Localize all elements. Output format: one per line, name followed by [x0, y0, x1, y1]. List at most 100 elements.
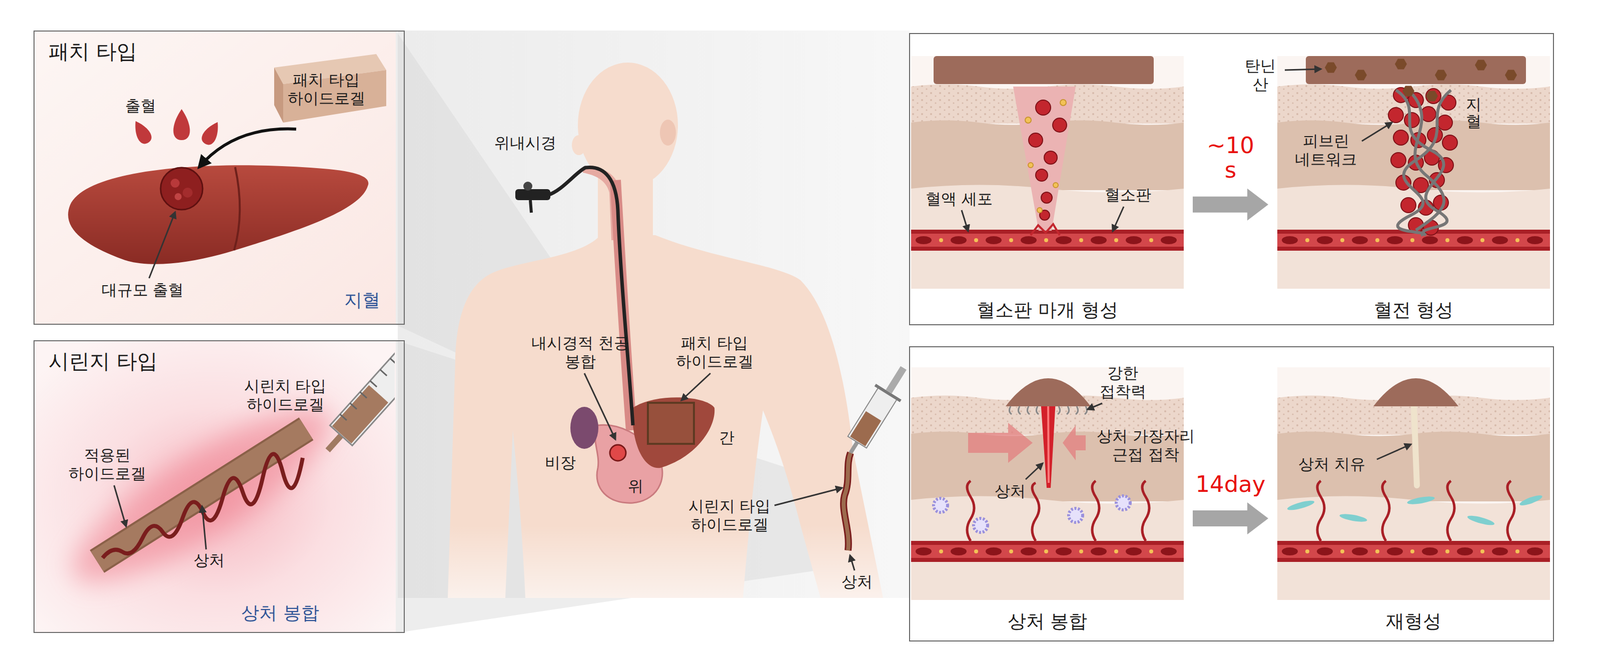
thrombus-figure [1434, 70, 1447, 81]
syringe-wound-figure [202, 506, 207, 550]
liver-bleeding-figure [174, 193, 182, 201]
liver-bleeding-figure [160, 167, 203, 210]
annotation-label: 혈소판 [1092, 185, 1163, 205]
remodeling-figure [1338, 512, 1368, 524]
liver-bleeding-figure [33, 30, 396, 325]
annotation-label: 간 [711, 428, 742, 447]
annotation-label: 패치 타입 하이드로겔 [276, 70, 377, 108]
stage-caption: 재형성 [1277, 610, 1550, 633]
liver-bleeding-figure [199, 129, 297, 168]
annotation-label: 시린지 타입 하이드로겔 [679, 496, 780, 534]
platelet-plug-figure [1053, 182, 1059, 188]
human-body-figure [843, 452, 851, 551]
platelet-plug-figure [1035, 169, 1048, 182]
human-body-figure [447, 235, 884, 598]
liver-bleeding-figure [234, 167, 240, 251]
syringe-wound-figure [340, 358, 395, 421]
platelet-plug-figure [1028, 133, 1043, 148]
thrombus-figure [1390, 152, 1406, 168]
human-body-figure [848, 387, 898, 449]
syringe-wound-figure [329, 343, 395, 446]
thrombus-figure [1425, 91, 1438, 102]
human-body-figure [447, 62, 917, 598]
stage-frame [1277, 367, 1550, 600]
wound-closure-figure [973, 518, 988, 533]
vertical-label: 지혈 [1465, 95, 1482, 130]
annotation-label: 패치 타입 하이드로겔 [664, 333, 765, 371]
annotation-label: 상처 치유 [1286, 454, 1377, 474]
panel-heading: 패치 타입 [48, 39, 404, 65]
remodeling-figure [1286, 378, 1543, 541]
wound-closure-figure [1005, 378, 1091, 407]
process-arrow [1192, 188, 1269, 221]
platelet-plug-figure [1028, 100, 1067, 221]
liver-bleeding-figure [274, 67, 284, 123]
syringe-wound-figure [97, 341, 395, 562]
annotation-label: 시린치 타입 하이드로겔 [235, 376, 336, 414]
background-band [397, 30, 910, 598]
liver-bleeding-figure [170, 178, 180, 188]
platelet-plug-figure [1030, 224, 1060, 236]
human-body-figure [885, 366, 907, 394]
human-body-figure [515, 189, 551, 201]
remodeling-figure [1317, 480, 1515, 541]
wound-closure-figure [1032, 482, 1040, 541]
liver-bleeding-figure [182, 187, 193, 198]
annotation-label: 상처 [990, 481, 1031, 501]
stage-caption: 혈소판 마개 형성 [911, 299, 1184, 322]
remodeling-figure [1286, 498, 1315, 512]
syringe-wound-figure [312, 341, 395, 464]
thrombus-figure [1397, 90, 1451, 236]
human-body-figure [843, 452, 851, 551]
platelet-plug-figure [1060, 99, 1067, 106]
human-body-figure [647, 402, 694, 444]
remodeling-figure [1447, 480, 1455, 541]
thrombus-figure [1395, 90, 1451, 236]
human-body-figure [530, 200, 532, 213]
wound-closure-figure [1116, 495, 1131, 510]
wound-closure-figure [1009, 406, 1087, 415]
wound-closure-figure [1068, 508, 1083, 523]
annotation-label: 혈액 세포 [909, 189, 1010, 209]
human-body-figure [849, 441, 860, 454]
edge-label: ~10 s [1205, 133, 1256, 183]
thrombus-figure [1395, 90, 1447, 236]
remodeling-figure [1317, 480, 1325, 541]
human-body-figure [632, 397, 715, 468]
wound-closure-figure [933, 498, 948, 513]
thrombus-figure [1400, 197, 1416, 213]
platelet-plug-figure [1037, 207, 1043, 213]
platelet-plug-figure [933, 56, 1154, 85]
wound-closure-figure [1040, 400, 1056, 488]
annotation-label: 지혈 [337, 289, 388, 311]
remodeling-figure [1406, 494, 1435, 506]
wound-closure-figure [968, 422, 1033, 463]
wound-closure-figure [1048, 402, 1049, 483]
edge-label: 14day [1188, 471, 1274, 497]
stage-frame [1277, 56, 1550, 289]
annotation-label: 상처 [184, 550, 235, 570]
annotation-label: 출혈 [110, 96, 171, 116]
platelet-plug-figure [1025, 99, 1067, 213]
human-body-figure [681, 373, 711, 401]
thrombus-figure [1354, 70, 1367, 81]
thrombus-figure [1393, 130, 1409, 146]
syringe-wound-figure [33, 340, 396, 633]
annotation-label: 강한 접착력 [1090, 363, 1156, 401]
liver-bleeding-figure [173, 109, 191, 141]
remodeling-figure [1466, 513, 1495, 527]
human-body-figure [570, 406, 599, 449]
remodeling-figure [1507, 480, 1515, 541]
human-body-figure [838, 359, 917, 461]
platelet-plug-figure [961, 210, 969, 232]
stage-frame [911, 56, 1184, 289]
liver-bleeding-figure [129, 117, 154, 147]
stage-panel: 혈전 형성 [1277, 56, 1550, 322]
remodeling-figure [1518, 493, 1543, 508]
background-band [395, 30, 910, 633]
panel-box: 시린지 타입 [33, 340, 405, 633]
remodeling-figure [1382, 480, 1390, 541]
annotation-label: 대규모 출혈 [82, 280, 203, 300]
